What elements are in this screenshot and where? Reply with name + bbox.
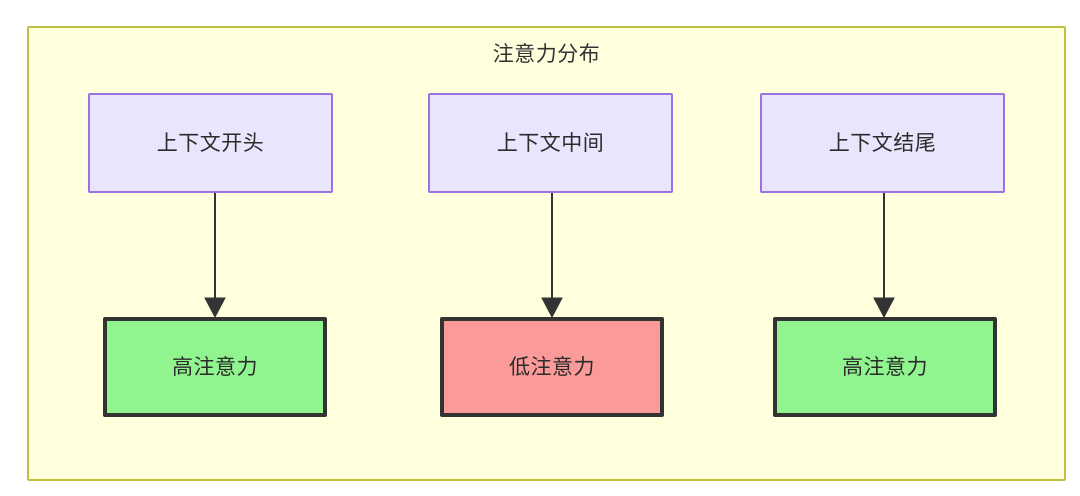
node-context-end[interactable]: 上下文结尾 [760, 93, 1005, 193]
subgraph-title: 注意力分布 [492, 43, 601, 66]
node-low-attention-middle[interactable]: 低注意力 [440, 317, 664, 417]
node-context-middle[interactable]: 上下文中间 [428, 93, 673, 193]
node-high-attention-start[interactable]: 高注意力 [103, 317, 327, 417]
node-high-attention-end[interactable]: 高注意力 [773, 317, 997, 417]
node-context-start[interactable]: 上下文开头 [88, 93, 333, 193]
